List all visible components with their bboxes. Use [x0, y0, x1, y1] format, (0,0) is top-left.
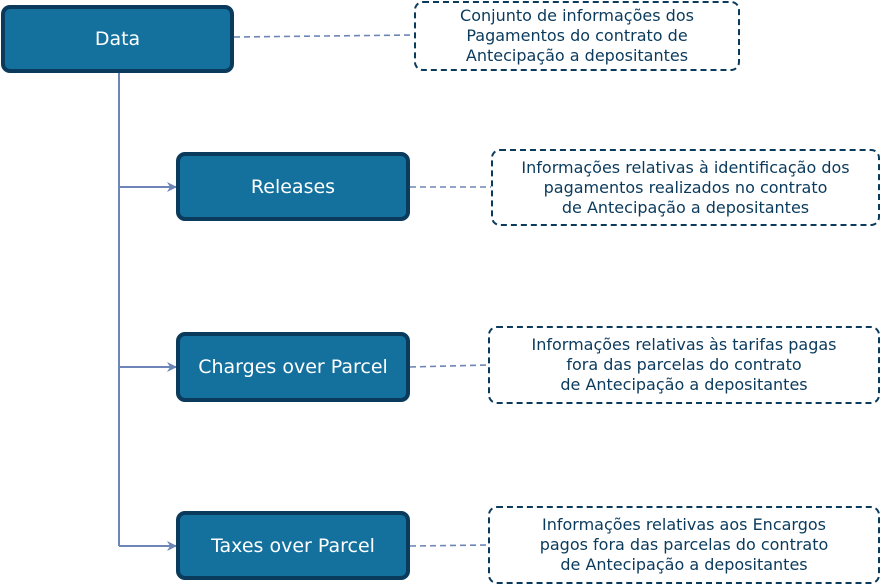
note-data-description: Conjunto de informações dos Pagamentos d… — [414, 1, 740, 71]
note-line: pagamentos realizados no contrato — [543, 177, 828, 197]
note-line: Antecipação a depositantes — [465, 46, 689, 65]
note-line: Pagamentos do contrato de — [466, 26, 688, 45]
dashed-link-data — [233, 34, 415, 38]
note-line: Conjunto de informações dos — [460, 6, 694, 25]
node-data[interactable]: Data — [1, 5, 234, 73]
note-line: Informações relativas aos Encargos — [542, 515, 826, 534]
note-taxes-description: Informações relativas aos Encargos pagos… — [488, 506, 880, 584]
note-releases-description: Informações relativas à identificação do… — [491, 149, 880, 226]
node-releases[interactable]: Releases — [176, 152, 410, 221]
dashed-link-charges — [409, 364, 489, 368]
note-line: de Antecipação a depositantes — [560, 375, 808, 394]
note-line: pagos fora das parcelas do contrato — [539, 535, 829, 554]
note-line: de Antecipação a depositantes — [560, 555, 808, 574]
note-line: de Antecipação a depositantes — [561, 197, 810, 217]
node-charges-over-parcel[interactable]: Charges over Parcel — [176, 332, 410, 402]
note-line: Informações relativas às tarifas pagas — [531, 335, 837, 354]
note-line: fora das parcelas do contrato — [566, 355, 802, 374]
node-taxes-over-parcel[interactable]: Taxes over Parcel — [176, 511, 410, 580]
note-line: Informações relativas à identificação do… — [521, 157, 850, 177]
note-charges-description: Informações relativas às tarifas pagas f… — [488, 326, 880, 404]
dashed-link-taxes — [409, 544, 489, 547]
